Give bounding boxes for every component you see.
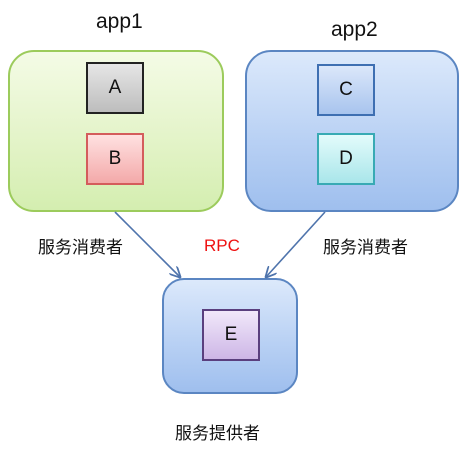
app2-title: app2 [331, 18, 378, 41]
node-e: E [202, 309, 260, 361]
consumer-label-right: 服务消费者 [323, 238, 408, 258]
consumer-label-left: 服务消费者 [38, 238, 123, 258]
node-a: A [86, 62, 144, 114]
node-d: D [317, 133, 375, 185]
arrow-app2-to-provider [266, 211, 326, 277]
node-c: C [317, 64, 375, 116]
provider-label: 服务提供者 [175, 424, 260, 444]
arrow-app1-to-provider [114, 211, 180, 277]
app1-title: app1 [96, 10, 143, 33]
node-b: B [86, 133, 144, 185]
rpc-label: RPC [204, 236, 240, 255]
